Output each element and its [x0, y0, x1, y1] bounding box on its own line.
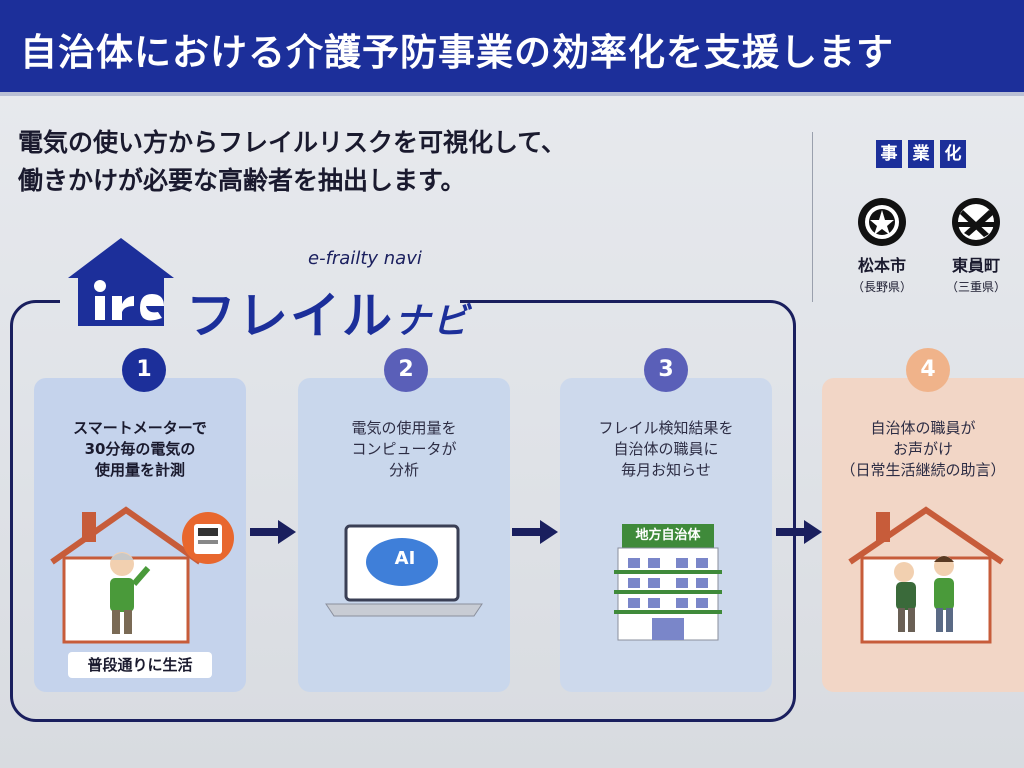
- step-line: 毎月お知らせ: [621, 461, 711, 479]
- step-card-4: 自治体の職員が お声がけ （日常生活継続の助言）: [822, 378, 1024, 692]
- step-line: 自治体の職員が: [870, 419, 976, 437]
- step-number-2: 2: [384, 348, 428, 392]
- step-card-2: 電気の使用量を コンピュータが 分析 AI: [298, 378, 510, 692]
- municipality-name: 松本市: [857, 256, 906, 275]
- logo-name: フレイルナビ: [186, 276, 470, 348]
- matsumoto-emblem-icon: [858, 198, 906, 246]
- municipality-prefecture: （長野県）: [851, 280, 912, 294]
- step-line: 使用量を計測: [94, 461, 185, 479]
- step-caption: 普段通りに生活: [68, 652, 212, 678]
- logo-small-text: ナビ: [394, 301, 471, 342]
- step-text: 自治体の職員が お声がけ （日常生活継続の助言）: [822, 418, 1024, 481]
- lead-line-1: 電気の使い方からフレイルリスクを可視化して、: [18, 128, 567, 157]
- toin-emblem-icon: [952, 198, 1000, 246]
- step-line: 電気の使用量を: [351, 419, 457, 437]
- step-line: 分析: [388, 461, 419, 479]
- step-line: スマートメーターで: [73, 419, 207, 437]
- municipality-prefecture: （三重県）: [945, 280, 1006, 294]
- divider: [812, 132, 813, 302]
- banner-title: 自治体における介護予防事業の効率化を支援します: [20, 31, 894, 74]
- step-card-1: スマートメーターで 30分毎の電気の 使用量を計測 普段通りに生活: [34, 378, 246, 692]
- step-text: スマートメーターで 30分毎の電気の 使用量を計測: [34, 418, 246, 481]
- arrow-right-icon: [250, 520, 296, 544]
- biz-char: 化: [940, 140, 966, 168]
- step-number-1: 1: [122, 348, 166, 392]
- step-line: コンピュータが: [351, 440, 457, 458]
- house-logo-icon: [68, 238, 174, 326]
- step-line: フレイル検知結果を: [598, 419, 734, 437]
- step-card-3: フレイル検知結果を 自治体の職員に 毎月お知らせ 地方自治体: [560, 378, 772, 692]
- laptop-ai-icon: [325, 524, 483, 617]
- step-text: フレイル検知結果を 自治体の職員に 毎月お知らせ: [560, 418, 772, 481]
- step-number-3: 3: [644, 348, 688, 392]
- home-visit-icon: [848, 506, 1004, 644]
- building-sign: 地方自治体: [635, 528, 701, 543]
- arrow-right-icon: [512, 520, 558, 544]
- logo-main-text: フレイル: [186, 287, 394, 345]
- step-line: 30分毎の電気の: [84, 440, 196, 458]
- biz-char: 業: [908, 140, 934, 168]
- step-line: お声がけ: [892, 440, 953, 458]
- lead-text: 電気の使い方からフレイルリスクを可視化して、 働きかけが必要な高齢者を抽出します…: [18, 124, 566, 200]
- municipal-building-icon: [614, 524, 722, 641]
- step-number-4: 4: [906, 348, 950, 392]
- step-text: 電気の使用量を コンピュータが 分析: [298, 418, 510, 481]
- ai-label: AI: [394, 548, 416, 569]
- municipality-name: 東員町: [951, 256, 1000, 275]
- step-line: （日常生活継続の助言）: [840, 461, 1006, 479]
- lead-line-2: 働きかけが必要な高齢者を抽出します。: [18, 166, 466, 195]
- title-banner: 自治体における介護予防事業の効率化を支援します: [0, 0, 1024, 96]
- municipality-toin: 東員町 （三重県）: [926, 196, 1024, 295]
- logo-subtitle: e-frailty navi: [308, 248, 422, 269]
- biz-char: 事: [876, 140, 902, 168]
- business-badge: 事 業 化: [876, 140, 966, 168]
- step-line: 自治体の職員に: [613, 440, 719, 458]
- municipality-matsumoto: 松本市 （長野県）: [832, 196, 932, 295]
- elderly-home-icon: [50, 506, 234, 644]
- arrow-right-icon: [776, 520, 822, 544]
